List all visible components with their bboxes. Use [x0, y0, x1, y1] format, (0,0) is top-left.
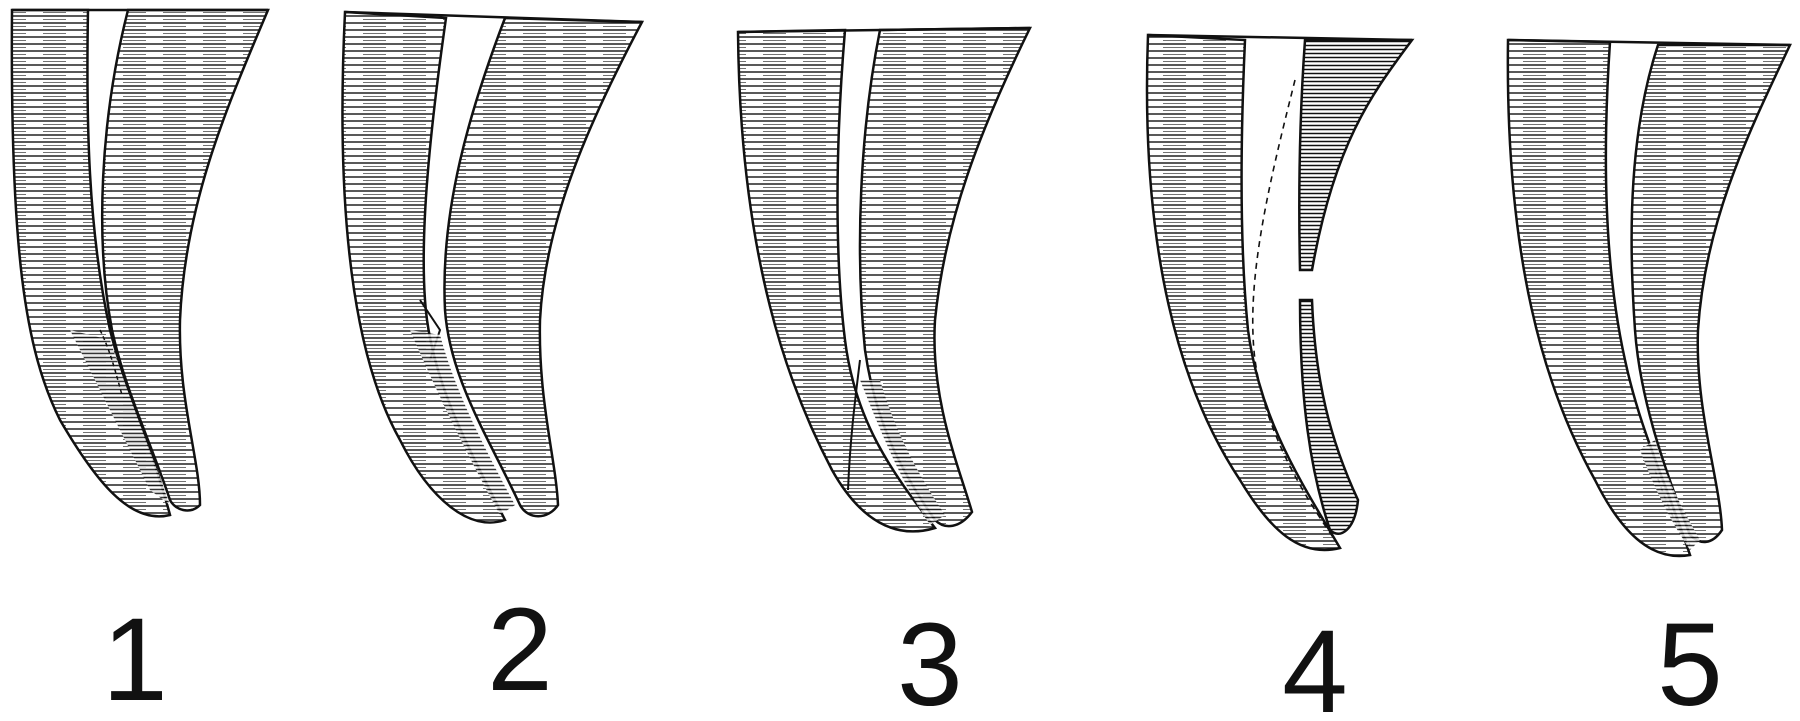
root-diagram-5: 5	[1508, 40, 1790, 721]
dentin-wall-right	[860, 28, 1030, 526]
panel-label-2: 2	[487, 584, 553, 716]
panel-label-1: 1	[102, 594, 168, 721]
root-diagram-2: 2	[342, 12, 642, 716]
dentin-wall-right-upper	[1299, 40, 1412, 270]
root-diagram-4: 4	[1147, 35, 1412, 721]
root-diagram-1: 1	[12, 10, 268, 721]
root-diagram-3: 3	[738, 28, 1030, 721]
panel-label-4: 4	[1282, 606, 1348, 721]
panel-label-3: 3	[897, 599, 963, 721]
panel-label-5: 5	[1657, 599, 1723, 721]
